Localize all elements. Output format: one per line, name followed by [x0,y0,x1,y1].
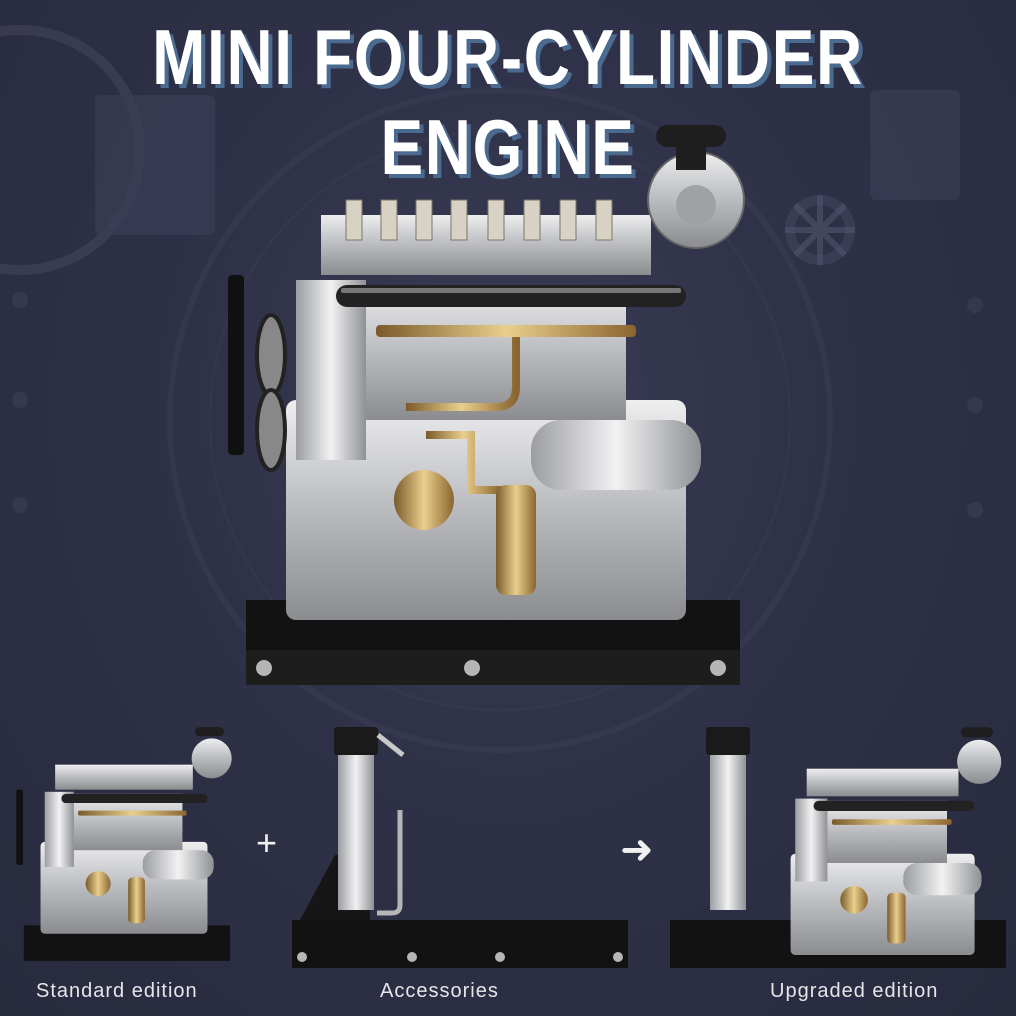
caption-standard-edition: Standard edition [36,980,198,1002]
radiator-stand-icon [292,727,628,968]
plus-icon: + [256,822,278,863]
caption-upgraded-edition: Upgraded edition [770,980,939,1002]
engine-icon [228,125,745,685]
arrow-right-icon: ➜ [620,828,654,872]
engine-icon [16,727,232,961]
engine-with-radiator-icon [670,727,1006,968]
page-title: MINI FOUR-CYLINDER ENGINE [152,13,864,191]
caption-accessories: Accessories [380,980,499,1002]
